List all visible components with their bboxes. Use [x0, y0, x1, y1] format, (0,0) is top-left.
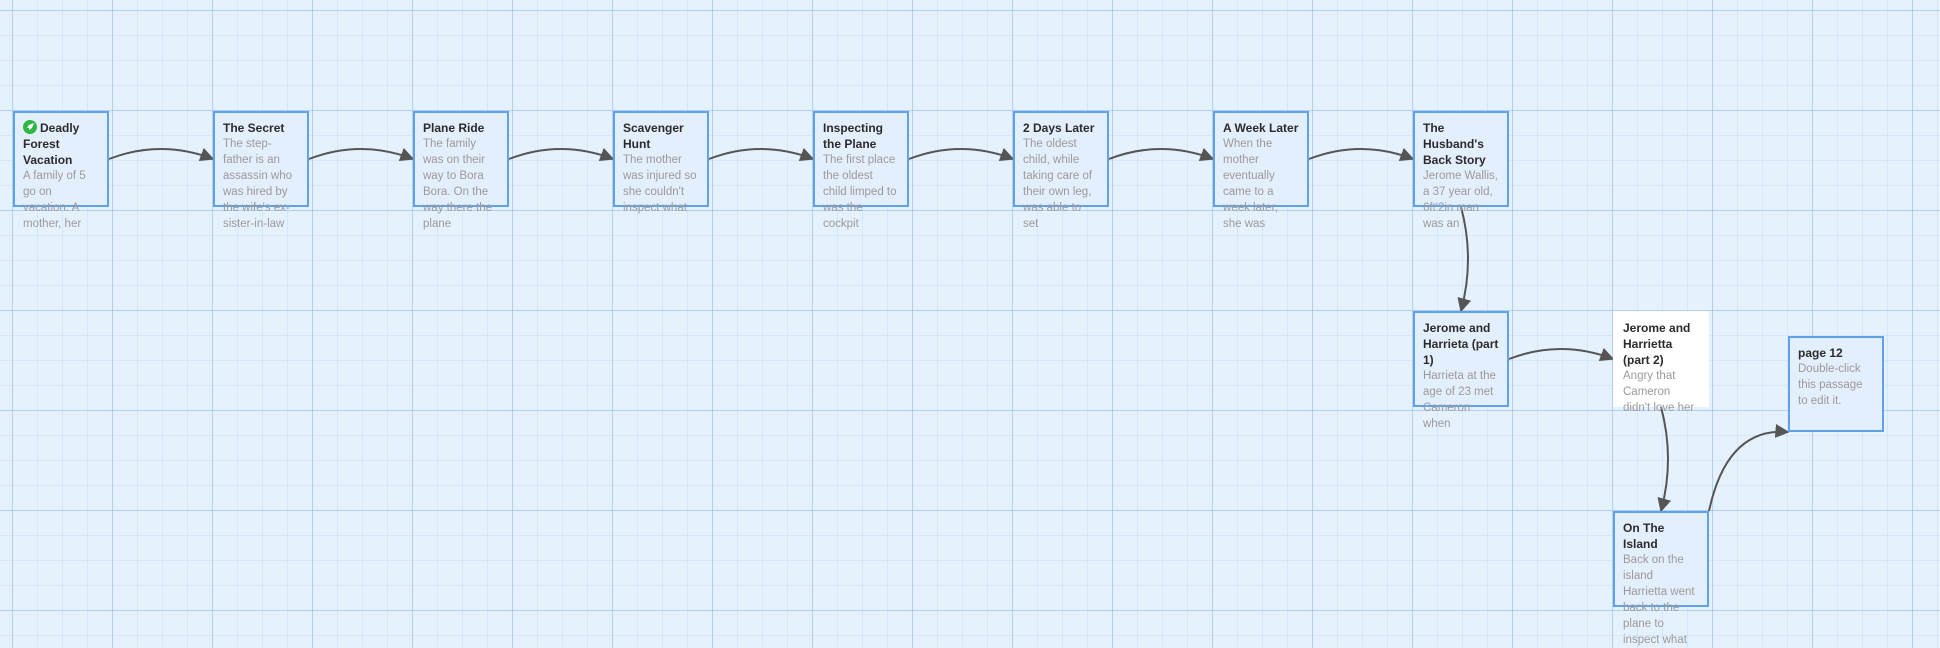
passage-title: Scavenger Hunt [623, 121, 684, 151]
link-arrow-plane-to-scavenger [508, 147, 615, 162]
passage-excerpt: When the mother eventually came to a wee… [1223, 138, 1278, 230]
passage-excerpt: Jerome Wallis, a 37 year old, 6ft'2in ma… [1423, 170, 1498, 230]
passage-card-plane-ride[interactable]: Plane Ride The family was on their way t… [413, 111, 509, 230]
passage-excerpt: Double-click this passage to edit it. [1798, 363, 1863, 407]
passage-card-jerome-and-harrieta-part-1[interactable]: Jerome and Harrieta (part 1) Harrieta at… [1413, 311, 1509, 430]
passage-card-scavenger-hunt[interactable]: Scavenger Hunt The mother was injured so… [613, 111, 709, 214]
link-arrow-secret-to-plane [308, 147, 415, 162]
link-arrow-deadly-to-secret [108, 147, 215, 162]
passage-title: On The Island [1623, 521, 1665, 551]
passage-card-the-husbands-back-story[interactable]: The Husband's Back Story Jerome Wallis, … [1413, 111, 1509, 230]
passage-title: The Husband's Back Story [1423, 121, 1486, 167]
passage-card-the-secret[interactable]: The Secret The step-father is an assassi… [213, 111, 309, 230]
passage-excerpt: The first place the oldest child limped … [823, 154, 897, 230]
passage-title: The Secret [223, 121, 285, 135]
passage-card-2-days-later[interactable]: 2 Days Later The oldest child, while tak… [1013, 111, 1109, 230]
link-arrow-jh2-to-island [1657, 406, 1672, 513]
link-arrow-twodays-to-week [1108, 147, 1215, 162]
passage-excerpt: The mother was injured so she couldn't i… [623, 154, 697, 214]
link-arrow-jh1-to-jh2 [1508, 347, 1615, 362]
passage-excerpt: Back on the island Harrietta went back t… [1623, 554, 1695, 646]
passage-card-deadly-forest-vacation[interactable]: Deadly Forest Vacation A family of 5 go … [13, 111, 109, 230]
passage-title: Inspecting the Plane [823, 121, 884, 151]
passage-title: Deadly Forest Vacation [23, 120, 80, 167]
passage-card-a-week-later[interactable]: A Week Later When the mother eventually … [1213, 111, 1309, 230]
passage-card-on-the-island[interactable]: On The Island Back on the island Harriet… [1613, 511, 1709, 646]
passage-excerpt: The step-father is an assassin who was h… [223, 138, 293, 230]
link-arrow-scavenger-to-inspecting [708, 147, 815, 162]
passage-excerpt: Angry that Cameron didn't love her [1623, 370, 1695, 414]
passage-title: 2 Days Later [1023, 121, 1095, 135]
link-arrow-island-to-page12 [1708, 424, 1790, 512]
link-arrow-week-to-husband [1308, 147, 1415, 162]
passage-card-jerome-and-harrietta-part-2[interactable]: Jerome and Harrietta (part 2) Angry that… [1613, 311, 1709, 414]
passage-title: Jerome and Harrietta (part 2) [1623, 321, 1691, 367]
passage-card-inspecting-the-plane[interactable]: Inspecting the Plane The first place the… [813, 111, 909, 230]
link-arrow-inspecting-to-twodays [908, 147, 1015, 162]
passage-excerpt: Harrieta at the age of 23 met Cameron wh… [1423, 370, 1496, 430]
passage-excerpt: The oldest child, while taking care of t… [1023, 138, 1093, 230]
rocket-icon [23, 120, 37, 134]
passage-title: Plane Ride [423, 121, 485, 135]
passage-excerpt: A family of 5 go on vacation. A mother, … [23, 170, 86, 230]
passage-excerpt: The family was on their way to Bora Bora… [423, 138, 493, 230]
passage-title: page 12 [1798, 346, 1843, 360]
passage-title: Jerome and Harrieta (part 1) [1423, 321, 1499, 367]
passage-title: A Week Later [1223, 121, 1299, 135]
passage-card-page-12[interactable]: page 12 Double-click this passage to edi… [1788, 336, 1884, 432]
